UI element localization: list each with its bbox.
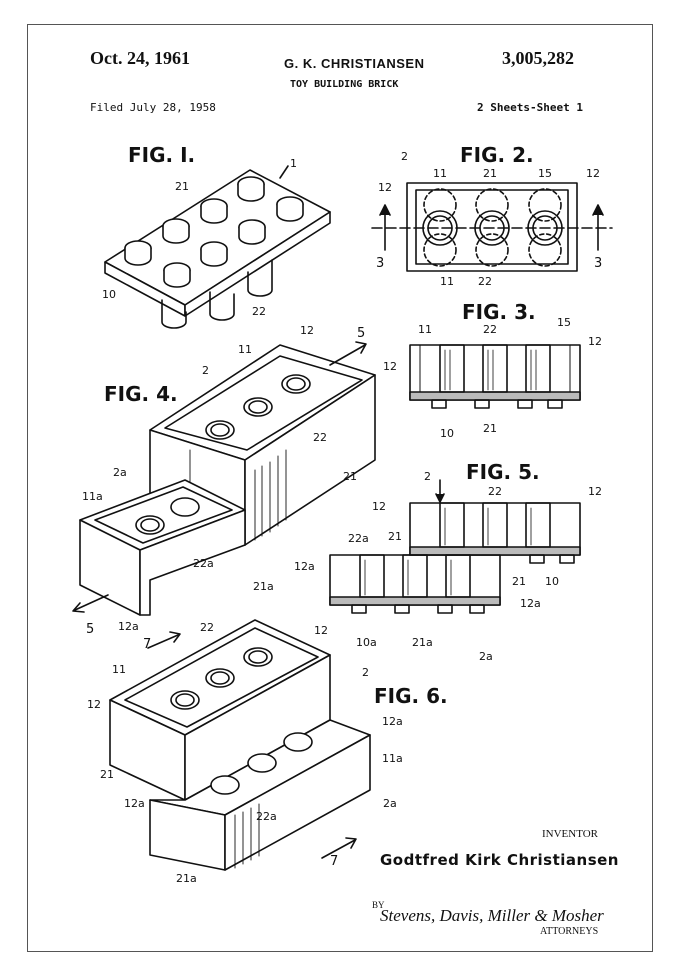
fig2-title: FIG. 2. <box>460 143 534 167</box>
ref-numeral: 22 <box>478 275 492 288</box>
ref-numeral: 22a <box>193 557 214 570</box>
fig6-drawing <box>110 620 370 870</box>
ref-numeral: 12a <box>294 560 315 573</box>
fig3-drawing <box>410 345 580 408</box>
ref-numeral: 11a <box>382 752 403 765</box>
ref-numeral: 10a <box>356 636 377 649</box>
ref-numeral: 12 <box>588 485 602 498</box>
fig6-title: FIG. 6. <box>374 684 448 708</box>
ref-numeral: 21 <box>512 575 526 588</box>
fig1-title: FIG. I. <box>128 143 195 167</box>
ref-numeral: 7 <box>143 637 151 652</box>
ref-numeral: 11 <box>112 663 126 676</box>
ref-numeral: 21a <box>176 872 197 885</box>
fig2-drawing <box>372 183 612 271</box>
fig5-title: FIG. 5. <box>466 460 540 484</box>
ref-numeral: 7 <box>330 854 338 869</box>
ref-numeral: 12 <box>383 360 397 373</box>
ref-numeral: 22a <box>348 532 369 545</box>
fig3-title: FIG. 3. <box>462 300 536 324</box>
ref-numeral: 21 <box>483 422 497 435</box>
ref-numeral: 12a <box>124 797 145 810</box>
ref-numeral: 12 <box>378 181 392 194</box>
ref-numeral: 1 <box>290 157 297 170</box>
ref-numeral: 21 <box>175 180 189 193</box>
ref-numeral: 12 <box>300 324 314 337</box>
ref-numeral: 5 <box>357 326 365 341</box>
ref-numeral: 12a <box>520 597 541 610</box>
ref-numeral: 21 <box>343 470 357 483</box>
ref-numeral: 21 <box>483 167 497 180</box>
ref-numeral: 5 <box>86 622 94 637</box>
ref-numeral: 10 <box>545 575 559 588</box>
ref-numeral: 12 <box>372 500 386 513</box>
ref-numeral: 22 <box>488 485 502 498</box>
ref-numeral: 2a <box>113 466 127 479</box>
ref-numeral: 3 <box>376 256 384 271</box>
fig1-drawing <box>105 166 330 328</box>
ref-numeral: 11 <box>238 343 252 356</box>
ref-numeral: 12a <box>118 620 139 633</box>
ref-numeral: 22a <box>256 810 277 823</box>
ref-numeral: 21a <box>253 580 274 593</box>
ref-numeral: 22 <box>200 621 214 634</box>
inventor-name: Godtfred Kirk Christiansen <box>380 851 619 869</box>
ref-numeral: 11 <box>433 167 447 180</box>
ref-numeral: 10 <box>102 288 116 301</box>
ref-numeral: 21a <box>412 636 433 649</box>
ref-numeral: 11 <box>440 275 454 288</box>
ref-numeral: 21 <box>100 768 114 781</box>
ref-numeral: 12 <box>87 698 101 711</box>
ref-numeral: 12 <box>586 167 600 180</box>
ref-numeral: 22 <box>252 305 266 318</box>
ref-numeral: 2a <box>383 797 397 810</box>
ref-numeral: 2 <box>362 666 369 679</box>
ref-numeral: 2a <box>479 650 493 663</box>
ref-numeral: 2 <box>424 470 431 483</box>
ref-numeral: 12 <box>314 624 328 637</box>
attorney-signature: Stevens, Davis, Miller & Mosher <box>380 906 604 926</box>
ref-numeral: 15 <box>557 316 571 329</box>
ref-numeral: 11a <box>82 490 103 503</box>
ref-numeral: 12a <box>382 715 403 728</box>
ref-numeral: 22 <box>483 323 497 336</box>
attorneys-label: ATTORNEYS <box>540 926 598 937</box>
ref-numeral: 12 <box>588 335 602 348</box>
fig4-title: FIG. 4. <box>104 382 178 406</box>
ref-numeral: 11 <box>418 323 432 336</box>
ref-numeral: 10 <box>440 427 454 440</box>
ref-numeral: 21 <box>388 530 402 543</box>
ref-numeral: 15 <box>538 167 552 180</box>
ref-numeral: 2 <box>401 150 408 163</box>
ref-numeral: 22 <box>313 431 327 444</box>
ref-numeral: 2 <box>202 364 209 377</box>
fig5-drawing <box>330 480 580 613</box>
inventor-label: INVENTOR <box>542 828 598 840</box>
ref-numeral: 3 <box>594 256 602 271</box>
